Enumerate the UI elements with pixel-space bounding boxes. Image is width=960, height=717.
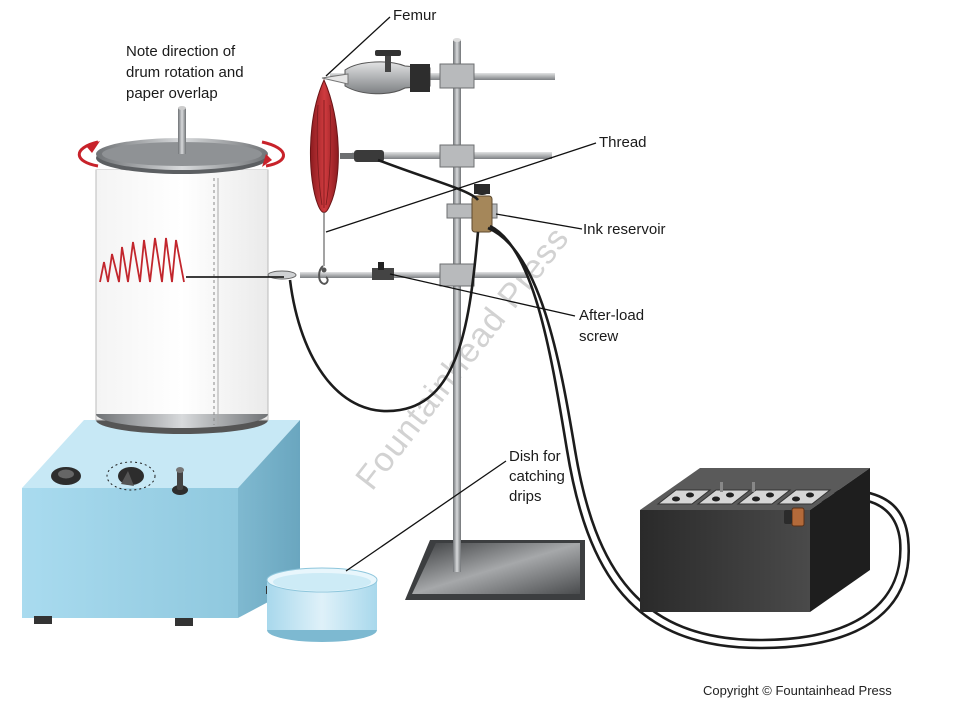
dial-knob-icon[interactable]	[106, 461, 156, 491]
leader-lines	[325, 16, 597, 572]
ring-stand	[405, 38, 585, 600]
curved-arrow-icon	[77, 140, 285, 168]
power-socket-icon	[51, 467, 81, 485]
toggle-switch-icon[interactable]	[172, 467, 188, 495]
label-after-load-2: screw	[579, 328, 618, 345]
label-femur: Femur	[393, 7, 436, 24]
stimulator-box	[640, 468, 870, 612]
label-thread: Thread	[599, 134, 647, 151]
femur-clamp	[321, 50, 555, 95]
electrode-arm	[340, 144, 552, 168]
gastrocnemius-muscle	[310, 78, 339, 213]
label-drum-note-1: Note direction of	[126, 43, 236, 60]
ink-reservoir	[446, 184, 498, 233]
muscle-contraction-trace	[99, 237, 185, 283]
drip-dish	[266, 567, 378, 642]
label-drum-note-2: drum rotation and	[126, 64, 244, 81]
label-drum-note-3: paper overlap	[126, 85, 218, 102]
electrode-plug	[784, 507, 805, 527]
writing-lever	[186, 262, 528, 287]
label-dish-3: drips	[509, 488, 542, 505]
label-after-load-1: After-load	[579, 307, 644, 324]
label-ink-reservoir: Ink reservoir	[583, 221, 666, 238]
cables	[288, 158, 910, 650]
socket-panel	[656, 482, 832, 505]
label-dish-2: catching	[509, 468, 565, 485]
kymograph-drum	[77, 106, 285, 434]
kymograph-base	[22, 420, 300, 626]
copyright-notice: Copyright © Fountainhead Press	[703, 683, 892, 698]
label-dish-1: Dish for	[509, 448, 561, 465]
